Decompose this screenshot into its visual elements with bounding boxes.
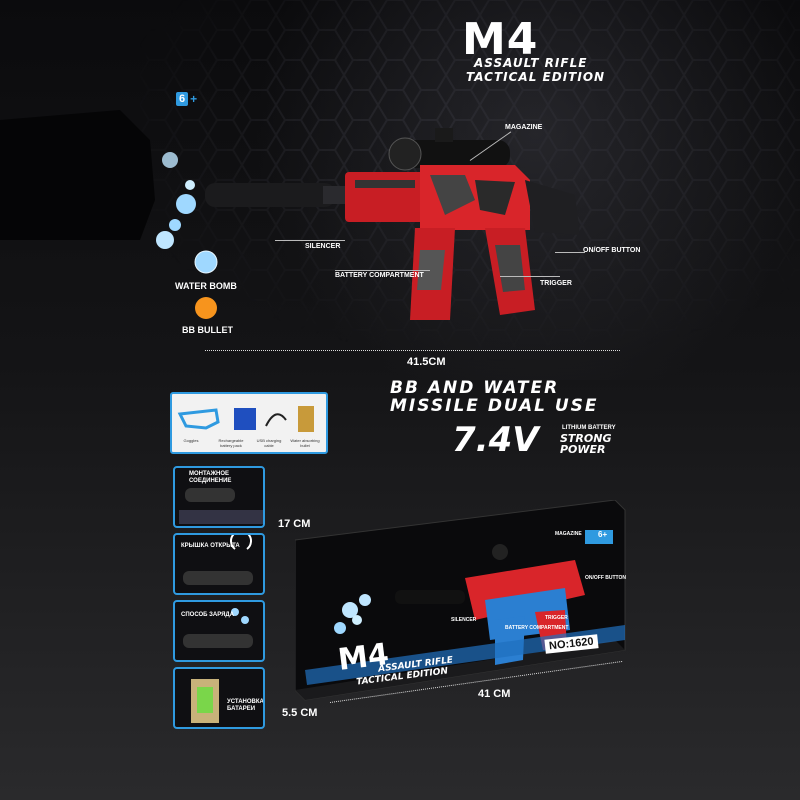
bb-bullet-label: BB BULLET [182,325,233,335]
accessories-panel: Goggles Rechargeable battery pack USB ch… [170,392,328,454]
voltage-label: 7.4V [452,420,539,460]
water-bomb-label: WATER BOMB [175,281,237,291]
water-bullets-icon [298,406,314,432]
pkg-callout-silencer: SILENCER [451,617,477,623]
strong-power-label: STRONG POWER [560,433,611,455]
box-length-label: 41 CM [478,688,511,700]
accessory-label-2: USB charging cable [256,438,282,448]
pkg-callout-trigger: TRIGGER [545,615,568,621]
thumbnail-caption-3: УСТАНОВКА БАТАРЕИ [227,699,264,712]
usb-cable-icon [265,413,287,427]
thumbnail-caption-1: КРЫШКА ОТКРЫТА [181,543,240,549]
pkg-callout-onoff: ON/OFF BUTTON [585,575,627,581]
gun-length-label: 41.5CM [407,356,446,368]
ammo-legend-icons [194,250,218,319]
callout-trigger: TRIGGER [540,280,572,287]
product-title: M4 [462,14,539,65]
strong-label: STRONG [560,432,612,445]
accessory-label-3: Water absorbing bullet [290,438,320,448]
goggles-icon [177,408,220,430]
callout-battery-compartment: BATTERY COMPARTMENT [335,272,424,279]
box-height-label: 17 CM [278,518,311,530]
box-depth-label: 5.5 CM [282,707,318,719]
callout-silencer: SILENCER [305,243,341,250]
callout-trigger-line [500,276,560,277]
age-badge: 6 + [176,92,197,106]
rifle-illustration [205,128,580,320]
accessory-label-1: Rechargeable battery pack [218,438,244,448]
thumbnail-loading: СПОСОБ ЗАРЯДА [173,600,265,662]
package-box [295,500,626,701]
power-label: POWER [560,443,606,456]
pkg-callout-magazine: MAGAZINE [555,531,582,537]
thumbnail-caption-0: МОНТАЖНОЕ СОЕДИНЕНИЕ [189,471,232,484]
water-splash-illustration [0,110,196,249]
product-subtitle-1: ASSAULT RIFLE [474,56,588,70]
age-badge-plus: + [190,92,198,106]
bb-bullet-icon [195,297,217,319]
thumbnail-battery-install: УСТАНОВКА БАТАРЕИ [173,667,265,729]
callout-on-off-line [555,252,585,253]
accessories-icons [177,406,314,432]
callout-silencer-line [275,240,345,241]
thumbnail-caption-2: СПОСОБ ЗАРЯДА [181,612,235,618]
thumbnail-mount: МОНТАЖНОЕ СОЕДИНЕНИЕ [173,466,265,528]
product-subtitle-2: TACTICAL EDITION [466,70,606,84]
thumbnail-cover-open: КРЫШКА ОТКРЫТА [173,533,265,595]
feature-line-2: MISSILE DUAL USE [390,396,599,416]
battery-type-label: LITHIUM BATTERY [562,425,616,431]
battery-pack-icon [234,408,256,430]
pkg-callout-battery: BATTERY COMPARTMENT [505,625,569,631]
length-dimension-line [205,350,620,351]
feature-line-1: BB AND WATER [390,378,560,398]
callout-battery-line [335,270,430,271]
accessory-label-0: Goggles [183,438,199,443]
callout-magazine: MAGAZINE [505,124,543,131]
age-badge-number: 6 [176,92,189,106]
pkg-age-badge: 6+ [598,530,608,539]
callout-on-off-button: ON/OFF BUTTON [583,247,641,254]
water-bomb-icon [194,250,218,274]
